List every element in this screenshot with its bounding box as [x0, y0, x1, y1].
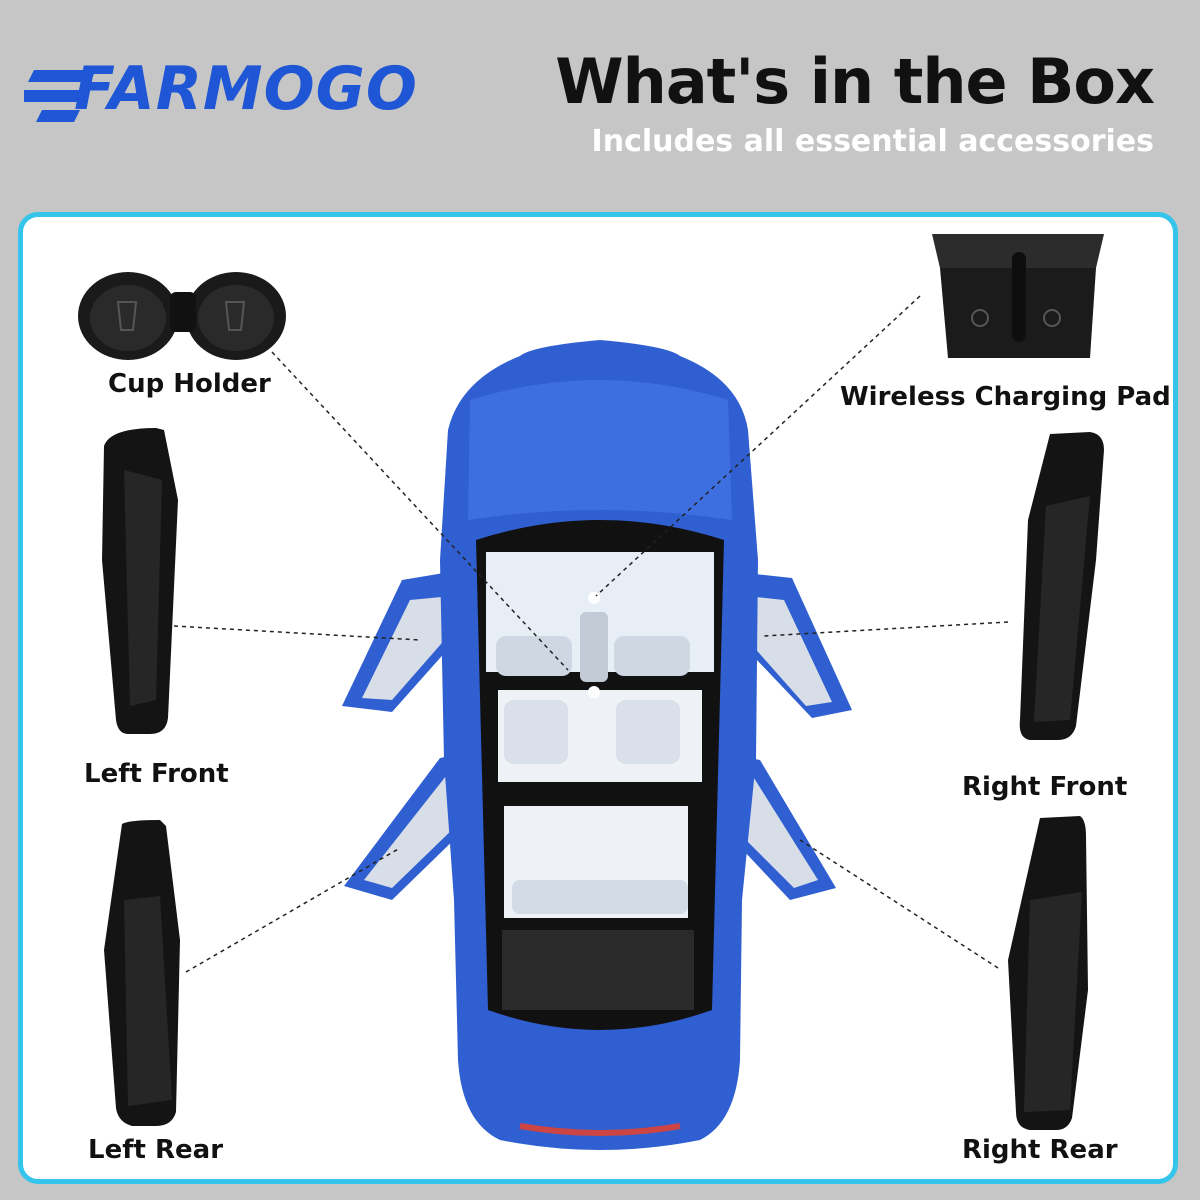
leader-lines: [173, 295, 1009, 973]
car-illustration: [342, 340, 852, 1150]
item-label-right-rear: Right Rear: [962, 1135, 1118, 1165]
item-label-cup-holder: Cup Holder: [108, 369, 271, 399]
brand-name: FARMOGO: [74, 54, 418, 124]
page-subtitle: Includes all essential accessories: [591, 124, 1154, 159]
brand-logo: FARMOGO: [24, 52, 444, 132]
page-title: What's in the Box: [555, 45, 1155, 118]
right-front-organizer-icon: [1019, 432, 1104, 740]
speed-lines-icon: [24, 70, 96, 122]
left-front-organizer-icon: [102, 428, 178, 734]
item-label-wireless-charging-pad: Wireless Charging Pad: [840, 382, 1171, 412]
item-label-left-front: Left Front: [84, 759, 229, 789]
cup-holder-icon: [78, 272, 286, 360]
header: FARMOGO What's in the Box Includes all e…: [0, 0, 1200, 210]
right-rear-organizer-icon: [1008, 816, 1088, 1130]
item-label-right-front: Right Front: [962, 772, 1128, 802]
left-rear-organizer-icon: [104, 820, 180, 1126]
item-label-left-rear: Left Rear: [88, 1135, 224, 1165]
charging-pad-icon: [932, 234, 1104, 358]
